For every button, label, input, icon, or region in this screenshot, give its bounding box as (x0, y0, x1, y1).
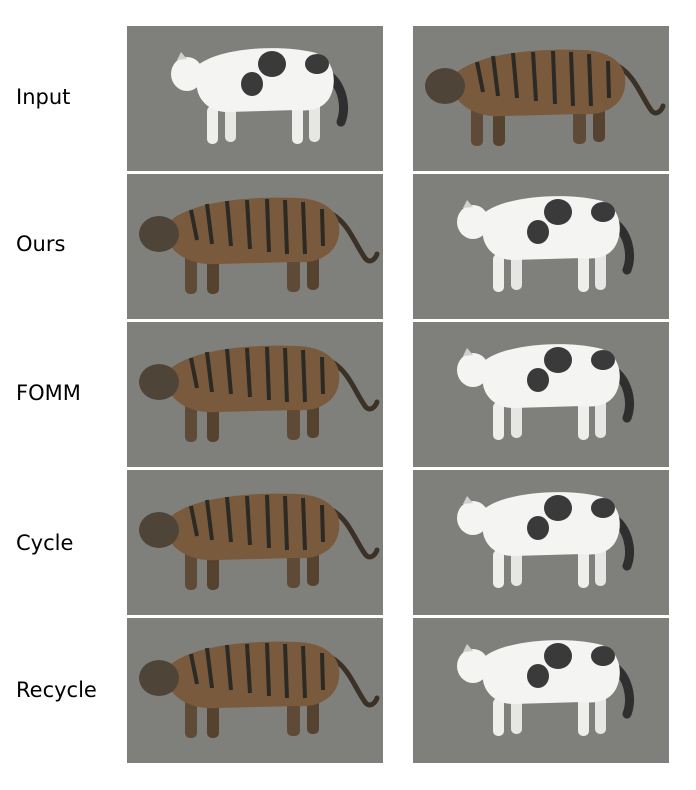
ours-tiger-image (127, 174, 383, 319)
input-tiger-image (413, 26, 669, 171)
row-label-fomm: FOMM (16, 381, 81, 405)
cycle-cat-image (413, 470, 669, 615)
fomm-tiger-image (127, 322, 383, 467)
row-label-input: Input (16, 85, 71, 109)
cycle-tiger-image (127, 470, 383, 615)
recycle-tiger-image (127, 618, 383, 763)
recycle-cat-image (413, 618, 669, 763)
row-label-ours: Ours (16, 232, 66, 256)
fomm-cat-image (413, 322, 669, 467)
row-label-cycle: Cycle (16, 531, 74, 555)
row-label-recycle: Recycle (16, 678, 97, 702)
ours-cat-image (413, 174, 669, 319)
input-cat-image (127, 26, 383, 171)
